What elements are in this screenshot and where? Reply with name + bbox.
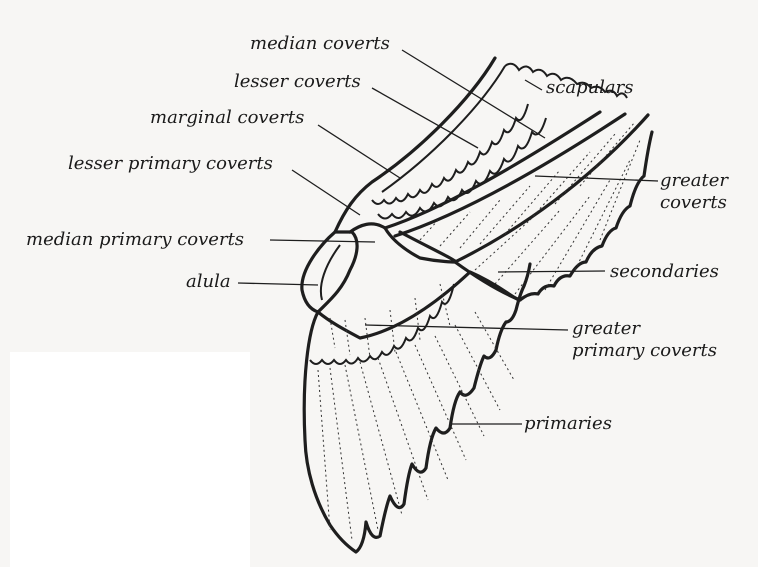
- label-alula: alula: [186, 272, 231, 292]
- greater-coverts-quills: [420, 122, 635, 248]
- label-greater-coverts-line1: greater: [660, 170, 728, 192]
- label-greater-coverts-line2: coverts: [660, 192, 728, 214]
- alula-outline: [302, 232, 357, 312]
- label-greater-primary-coverts-line2: primary coverts: [572, 340, 717, 362]
- greater-coverts-row: [400, 115, 648, 262]
- label-median-coverts: median coverts: [250, 34, 390, 54]
- leader-scapulars: [525, 80, 542, 90]
- leader-alula: [238, 283, 318, 285]
- label-scapulars: scapulars: [546, 78, 634, 98]
- leader-marginal-coverts: [318, 125, 400, 178]
- leader-secondaries: [498, 271, 605, 272]
- label-lesser-primary-coverts: lesser primary coverts: [68, 154, 273, 174]
- label-lesser-coverts: lesser coverts: [234, 72, 361, 92]
- primaries-outline: [304, 264, 530, 552]
- label-greater-primary-coverts: greater primary coverts: [572, 318, 717, 362]
- label-greater-primary-coverts-line1: greater: [572, 318, 717, 340]
- primaries-quills: [318, 312, 514, 540]
- label-greater-coverts: greater coverts: [660, 170, 728, 214]
- label-secondaries: secondaries: [610, 262, 719, 282]
- median-coverts-row: [385, 112, 600, 228]
- marginal-coverts-row: [372, 104, 528, 204]
- leader-median-primary-coverts: [270, 240, 375, 242]
- leader-lesser-primary-coverts: [292, 170, 360, 215]
- primary-coverts-outline: [350, 224, 455, 262]
- label-primaries: primaries: [524, 414, 612, 434]
- lesser-coverts-row: [378, 118, 546, 219]
- greater-primary-coverts-quills: [330, 284, 450, 358]
- label-median-primary-coverts: median primary coverts: [26, 230, 244, 250]
- leader-median-coverts: [402, 50, 545, 138]
- label-marginal-coverts: marginal coverts: [150, 108, 304, 128]
